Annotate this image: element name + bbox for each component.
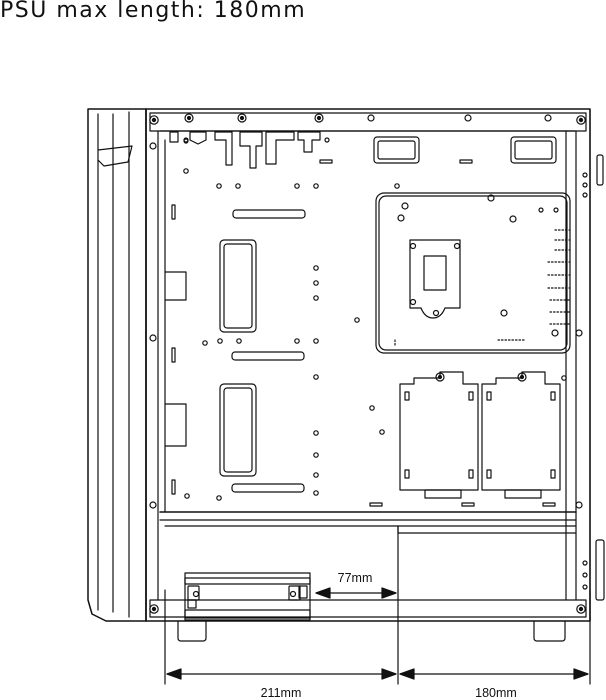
top-openings [169, 131, 557, 169]
clearance-dimension-label: 77mm [338, 571, 373, 585]
psu-section-dimension-label: 180mm [475, 686, 517, 700]
drive-trays [399, 371, 561, 499]
hdd-cage [184, 572, 311, 621]
case-screws [149, 113, 586, 614]
tray-holes [171, 138, 588, 590]
front-section-dimension-label: 211mm [261, 686, 302, 700]
page-title: PSU max length: 180mm [0, 0, 307, 23]
cable-cutouts [164, 209, 306, 493]
case-outline [87, 108, 605, 642]
cpu-cutout [375, 192, 571, 354]
dimension-lines [164, 525, 591, 685]
